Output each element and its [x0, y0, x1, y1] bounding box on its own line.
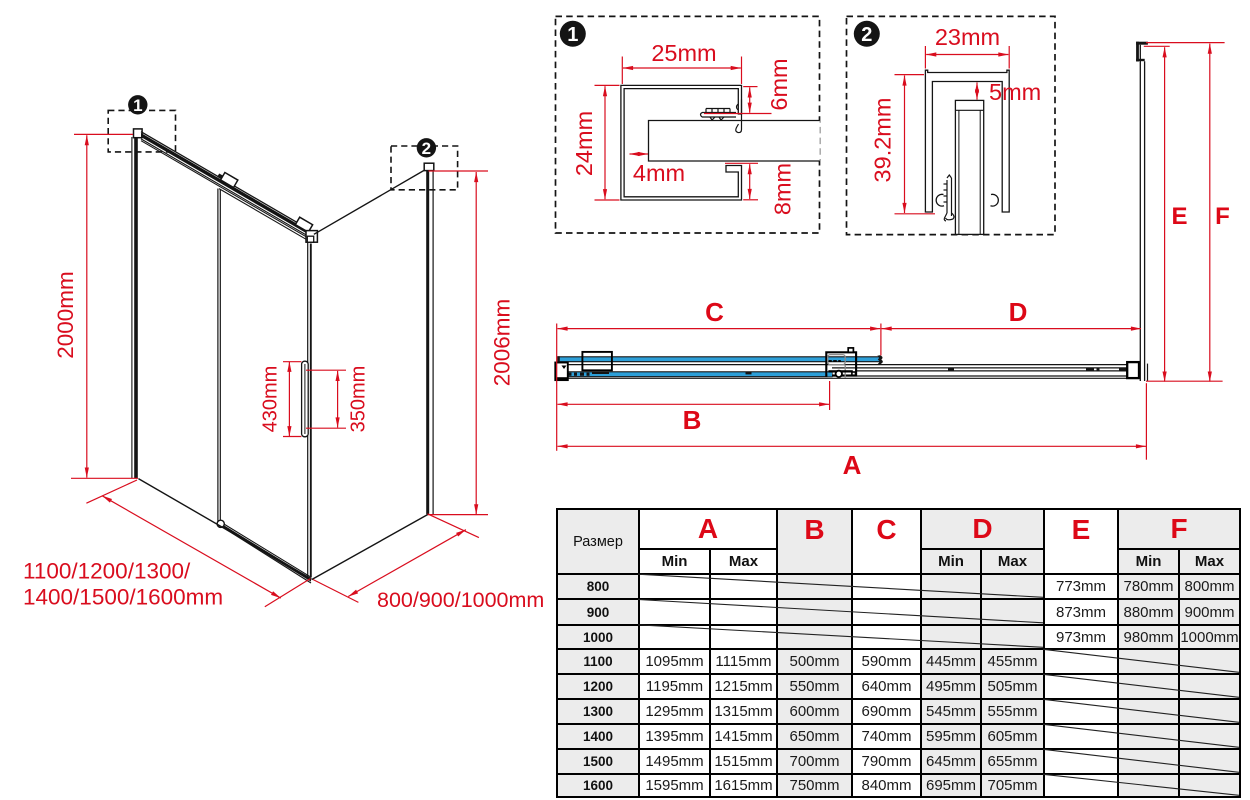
svg-text:8mm: 8mm: [770, 163, 796, 215]
svg-text:5mm: 5mm: [989, 79, 1041, 105]
svg-text:24mm: 24mm: [571, 111, 597, 176]
svg-text:6mm: 6mm: [766, 58, 792, 110]
svg-text:2000mm: 2000mm: [53, 271, 78, 359]
svg-text:C: C: [705, 297, 724, 327]
svg-text:B: B: [683, 405, 702, 435]
svg-text:F: F: [1215, 203, 1230, 230]
svg-text:25mm: 25mm: [651, 40, 716, 66]
svg-text:2: 2: [422, 139, 431, 158]
svg-text:1: 1: [133, 96, 142, 115]
svg-text:23mm: 23mm: [935, 24, 1000, 50]
svg-text:A: A: [843, 450, 862, 480]
svg-text:D: D: [1009, 297, 1028, 327]
svg-text:1100/1200/1300/: 1100/1200/1300/: [23, 559, 191, 584]
svg-text:E: E: [1171, 203, 1187, 230]
svg-text:1: 1: [567, 24, 578, 46]
svg-text:39.2mm: 39.2mm: [870, 98, 896, 183]
svg-text:1400/1500/1600mm: 1400/1500/1600mm: [23, 585, 223, 610]
svg-text:430mm: 430mm: [260, 366, 282, 433]
svg-text:350mm: 350mm: [348, 366, 370, 433]
svg-text:2006mm: 2006mm: [490, 299, 515, 387]
svg-text:2: 2: [861, 24, 872, 46]
svg-text:800/900/1000mm: 800/900/1000mm: [377, 588, 544, 612]
svg-text:4mm: 4mm: [633, 160, 685, 186]
